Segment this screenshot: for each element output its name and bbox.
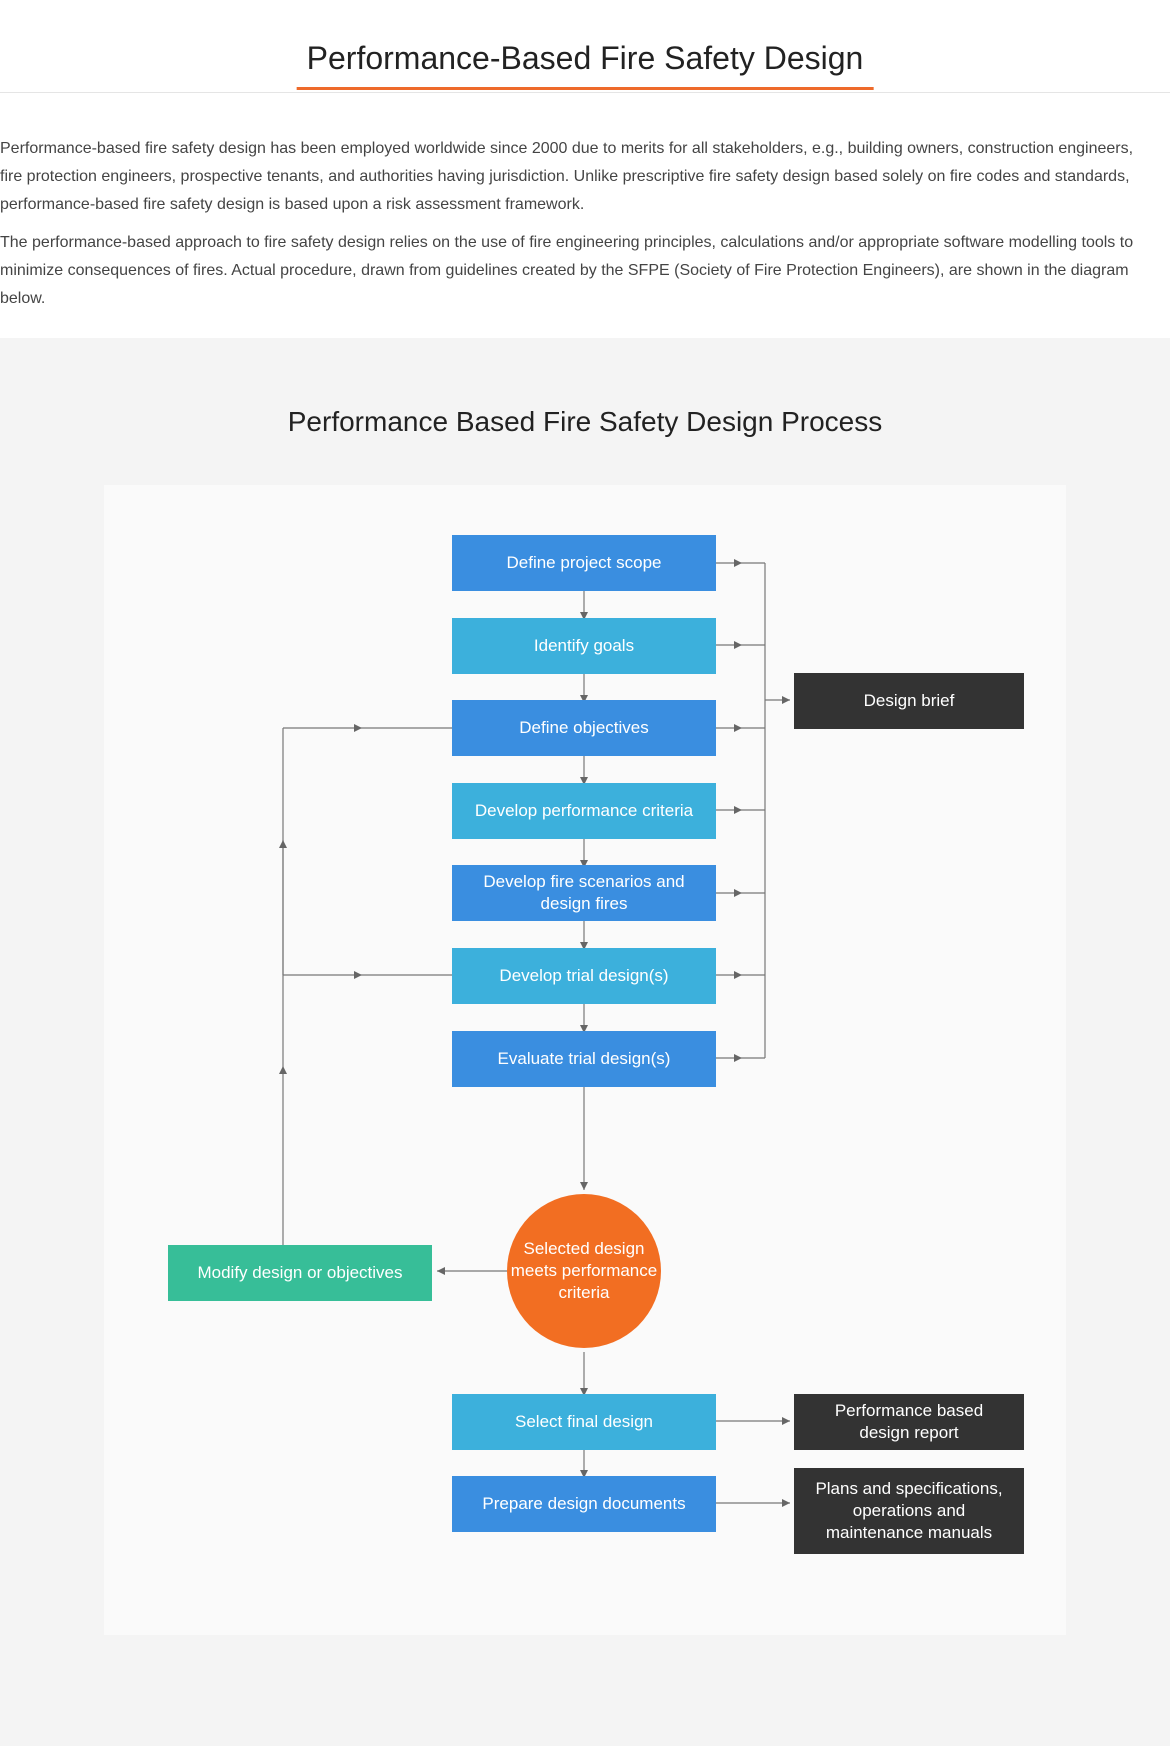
step-modify-design: Modify design or objectives <box>168 1245 432 1301</box>
step-develop-performance-criteria: Develop performance criteria <box>452 783 716 839</box>
page-header: Performance-Based Fire Safety Design <box>0 0 1170 93</box>
step-prepare-design-documents: Prepare design documents <box>452 1476 716 1532</box>
step-develop-fire-scenarios: Develop fire scenarios and design fires <box>452 865 716 921</box>
output-plans-manuals: Plans and specifications, operations and… <box>794 1468 1024 1554</box>
step-develop-trial-designs: Develop trial design(s) <box>452 948 716 1004</box>
diagram-panel: Define project scope Identify goals Defi… <box>104 485 1066 1635</box>
step-identify-goals: Identify goals <box>452 618 716 674</box>
step-define-project-scope: Define project scope <box>452 535 716 591</box>
intro-paragraph-2: The performance-based approach to fire s… <box>0 234 1134 307</box>
output-design-report: Performance based design report <box>794 1394 1024 1450</box>
diagram-title: Performance Based Fire Safety Design Pro… <box>287 406 883 437</box>
diagram-section: Performance Based Fire Safety Design Pro… <box>0 338 1170 1746</box>
intro-text: Performance-based fire safety design has… <box>0 135 1150 323</box>
step-evaluate-trial-designs: Evaluate trial design(s) <box>452 1031 716 1087</box>
page-title: Performance-Based Fire Safety Design <box>296 40 874 90</box>
intro-paragraph-1: Performance-based fire safety design has… <box>0 140 1134 213</box>
step-select-final-design: Select final design <box>452 1394 716 1450</box>
step-define-objectives: Define objectives <box>452 700 716 756</box>
decision-criteria-met: Selected design meets performance criter… <box>507 1194 661 1348</box>
connector-lines <box>279 559 790 1507</box>
output-design-brief: Design brief <box>794 673 1024 729</box>
